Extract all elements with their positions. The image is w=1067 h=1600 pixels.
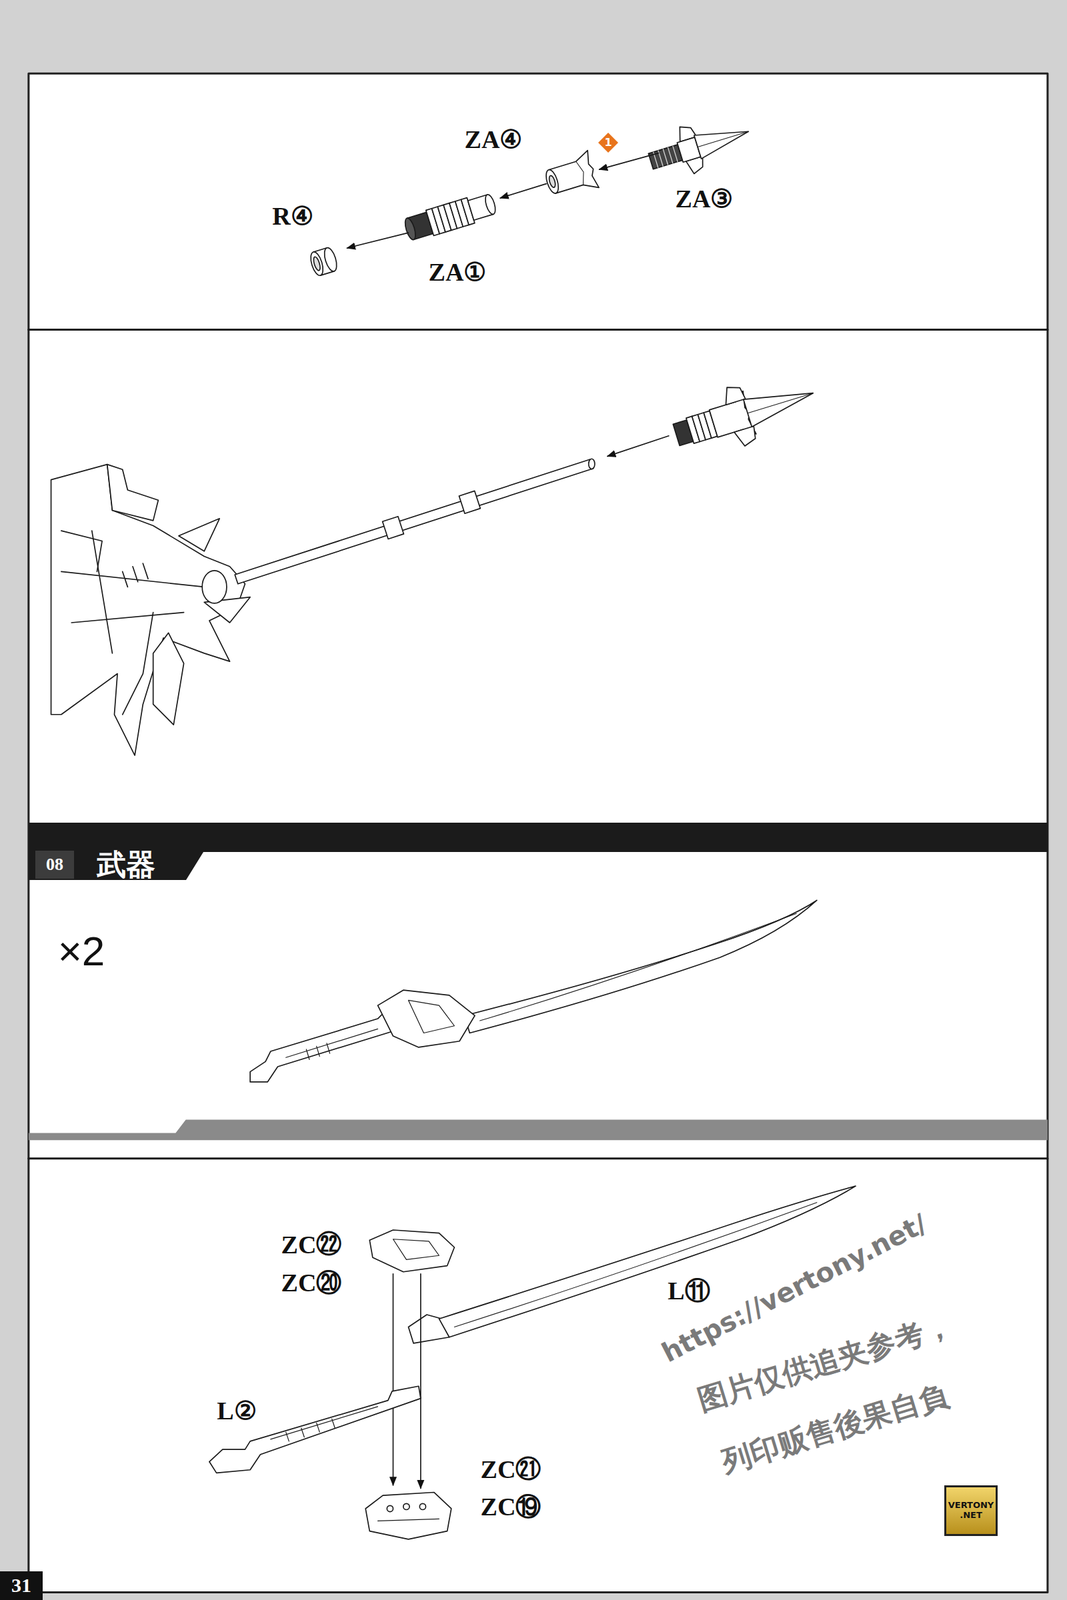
spear-tip-assembly [720,383,745,405]
part-r4 [308,246,339,277]
panel-divider [28,1157,1048,1160]
part-number: ZC㉑ [480,1456,542,1485]
weapon-rod [382,516,405,540]
part-za3 [643,108,756,185]
part-za3 [648,144,683,170]
part-number: ZA④ [464,126,523,155]
assembly-arrow [607,436,669,457]
part-l11 [438,1186,856,1338]
panel-divider [28,328,1048,331]
part-za4 [576,160,588,185]
node-text: 1 [604,136,612,149]
spear-tip-assembly [747,393,813,414]
sword [480,913,797,1021]
weapon-rod [234,458,595,585]
part-zc21 [419,1503,426,1510]
weapon-body [107,464,159,521]
part-za3 [653,146,678,168]
part-number: ZA③ [675,185,734,214]
weapon-rod [458,490,481,514]
quantity-mark: ×2 [58,928,106,975]
part-zc22 [369,1230,455,1273]
sword [464,900,817,1033]
part-r4 [308,250,325,278]
part-zc22 [392,1239,439,1261]
weapon-body [202,570,227,604]
part-r4 [322,246,339,273]
part-zc21 [403,1503,410,1510]
weapon-body [51,464,251,756]
node-text: 31 [11,1574,32,1598]
sword [408,1000,455,1033]
part-number: ZC⑳ [281,1269,343,1298]
spear-tip-assembly [734,426,759,448]
part-zc21 [365,1492,452,1540]
illustration [28,73,1048,1593]
assembly-arrow [500,184,547,199]
weapon-body [61,530,154,715]
part-zc22 [369,1230,455,1273]
part-zc21 [365,1492,452,1540]
part-zc21 [378,1519,440,1522]
logo-badge: VERTONY .NET [944,1485,998,1537]
part-number: L⑪ [667,1277,710,1306]
band-shape [28,822,1048,881]
weapon-body [61,530,205,654]
page-frame [28,73,1048,1593]
weapon-rod [382,516,405,540]
diamond-shape [598,132,619,153]
section-end-bar [28,1120,1048,1142]
part-za1 [483,193,498,216]
part-za3 [697,131,749,147]
assembly-arrow [392,1274,395,1486]
part-za4 [543,168,561,195]
part-za1 [402,190,499,243]
node-text: VERTONY .NET [946,1501,996,1522]
assembly-arrow [599,153,659,170]
part-l2 [209,1386,421,1474]
sword [286,1028,379,1060]
spear-tip-assembly [667,364,823,465]
sword [250,900,817,1083]
part-number: ZC㉒ [281,1231,343,1260]
part-za1 [402,216,418,241]
spear-tip-assembly [743,379,818,427]
part-l2 [209,1386,421,1474]
node-text: 武器 [96,850,156,880]
section-band: 武器 08 [28,822,1048,881]
part-l2 [270,1407,379,1442]
part-r4 [312,256,322,272]
weapon-rod [588,458,595,469]
part-l11 [408,1186,856,1344]
weapon-body [153,632,185,725]
band-shape [28,822,1048,881]
part-number: ZA① [428,258,487,287]
sword [378,990,475,1048]
part-za3 [694,120,753,159]
assembly-arrow [420,1274,422,1490]
node-text: 08 [46,854,64,875]
part-number: ZC⑲ [480,1493,542,1522]
part-zc21 [386,1505,393,1512]
weapon-rod [458,490,481,514]
weapon-body [178,518,220,552]
weapon-rod [234,459,593,585]
assembly-arrow [347,232,409,249]
part-number: R④ [272,202,313,231]
part-za4 [541,150,599,203]
part-number: L② [216,1397,257,1426]
callout-diamond: 1 [598,132,619,153]
page-number: 31 [0,1571,43,1600]
step-number: 08 [35,850,75,879]
part-za4 [548,174,557,189]
